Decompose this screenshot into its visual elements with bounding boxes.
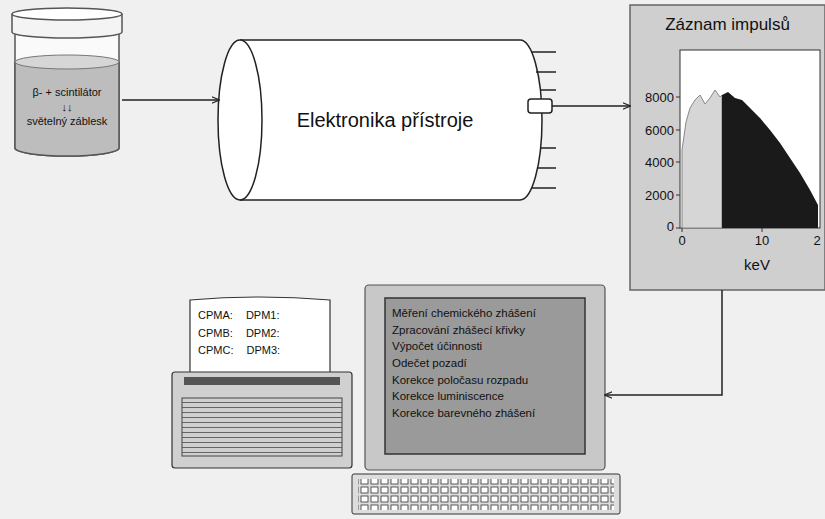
spectrum-chart-part <box>722 92 818 228</box>
spectrum-chart-part <box>676 97 762 232</box>
instrument-housing-part-part <box>536 71 556 73</box>
spectrum-chart-part-part <box>676 97 680 98</box>
printer-part <box>190 297 330 378</box>
spectrum-chart-part-part <box>762 228 763 232</box>
spectrum-chart-part-part <box>682 228 683 232</box>
node-text: Měření chemického zhášení <box>392 305 536 322</box>
node-text: Záznam impulsů <box>665 15 790 35</box>
printout-node: CPMA: DPM1:CPMB: DPM2:CPMC: DPM3: <box>172 298 352 468</box>
instrument-node: Elektronika přístroje <box>218 40 542 200</box>
node-text: světelný záblesk <box>27 114 108 129</box>
instrument-housing-part <box>528 99 552 113</box>
scintillation-vial-part <box>12 8 122 20</box>
instrument-housing <box>218 40 556 200</box>
instrument-housing-part-part <box>540 147 556 149</box>
node-text: CPMC: DPM3: <box>198 342 280 360</box>
computer-part <box>365 285 605 470</box>
computer-part <box>352 474 620 514</box>
spectrum-chart-part <box>680 50 820 228</box>
instrument-housing-part <box>218 40 262 200</box>
printer-part <box>172 372 352 468</box>
node-text: Elektronika přístroje <box>297 108 474 132</box>
printer-part <box>182 398 342 456</box>
node-text: Zpracování zhášecí křivky <box>392 322 525 339</box>
instrument-housing-part <box>240 40 542 200</box>
flow-arrow <box>122 99 219 101</box>
spectrum-chart <box>630 5 825 290</box>
node-text: ↓↓ <box>62 100 73 115</box>
scintillation-vial <box>12 8 122 156</box>
printer-part <box>184 377 340 385</box>
node-text: Korekce luminiscence <box>392 388 504 405</box>
spectrum-chart-part-part <box>676 228 680 229</box>
computer-screen-node: Měření chemického zhášeníZpracování zháš… <box>365 285 605 470</box>
computer <box>352 285 620 514</box>
instrument-housing-part <box>532 52 556 188</box>
instrument-housing-part-part <box>532 187 556 189</box>
spectrum-chart-part <box>682 90 722 228</box>
vial-node: β- + scintilátor↓↓světelný záblesk <box>12 6 122 158</box>
scintillation-vial-part <box>15 55 119 69</box>
axis-unit: keV <box>744 256 770 273</box>
y-axis-tick: 6000 <box>645 123 674 138</box>
spectrum-chart-part-part <box>676 195 680 196</box>
node-text: β- + scintilátor <box>33 85 102 100</box>
y-axis-tick: 8000 <box>645 90 674 105</box>
instrument-housing-part-part <box>532 51 556 53</box>
x-axis-tick: 2 <box>813 233 820 248</box>
computer-part <box>358 479 614 510</box>
spectrum-chart-part-part <box>676 130 680 131</box>
node-text: Výpočet účinnosti <box>392 338 482 355</box>
scintillation-vial-part <box>15 62 119 156</box>
node-text: CPMA: DPM1: <box>198 307 280 325</box>
scintillation-vial-part <box>15 32 119 156</box>
y-axis-tick: 2000 <box>645 188 674 203</box>
node-text: Odečet pozadí <box>392 355 467 372</box>
y-axis-tick: 4000 <box>645 155 674 170</box>
pulse-record-panel: Záznam impulsů <box>630 5 825 290</box>
x-axis-tick: 0 <box>678 233 685 248</box>
flow-arrow <box>605 290 722 395</box>
instrument-housing-part-part <box>537 167 556 169</box>
node-text: CPMB: DPM2: <box>198 325 280 343</box>
y-axis-tick: 0 <box>667 219 674 234</box>
printer <box>172 297 352 468</box>
scintillation-vial-part <box>15 62 119 156</box>
flow-arrow <box>552 105 630 107</box>
spectrum-chart-part-part <box>676 162 680 163</box>
computer-part <box>385 298 585 454</box>
spectrum-chart-part <box>630 5 825 290</box>
instrument-housing-part-part <box>540 89 556 91</box>
node-text: Korekce poločasu rozpadu <box>392 372 528 389</box>
x-axis-tick: 10 <box>755 233 769 248</box>
node-text: Korekce barevného zhášení <box>392 405 535 422</box>
